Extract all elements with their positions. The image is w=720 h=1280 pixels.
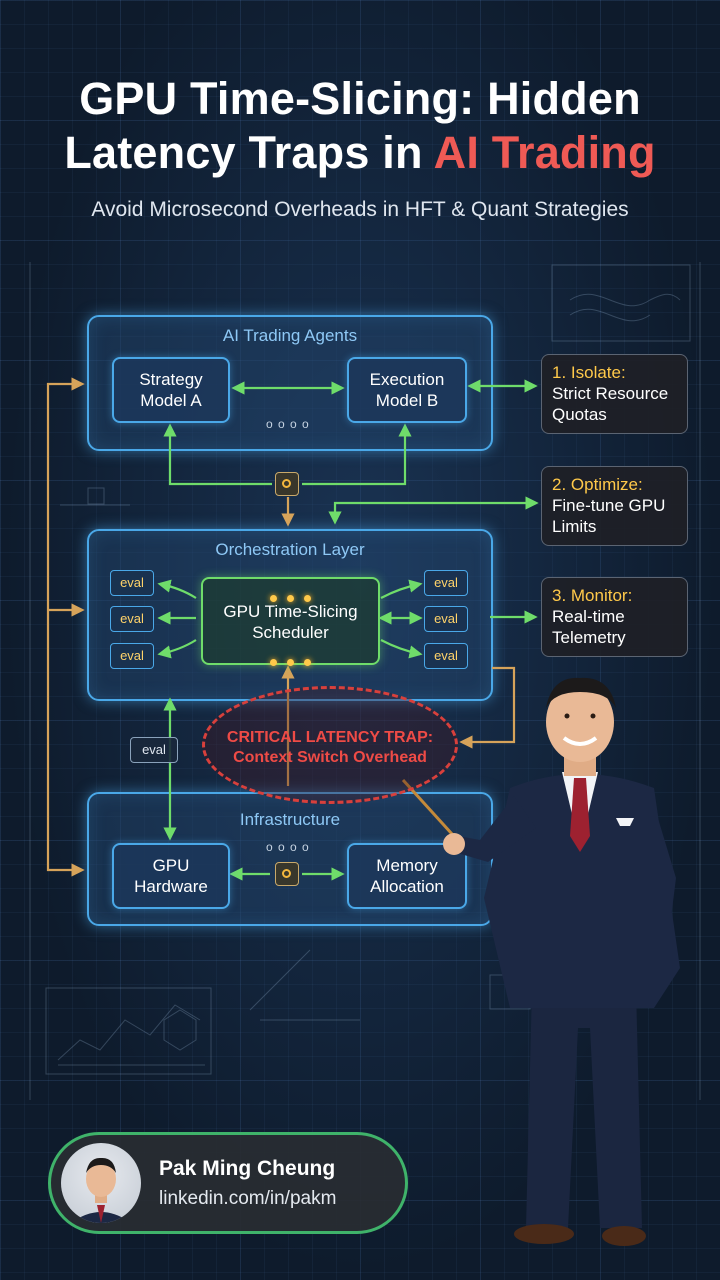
critical-latency-trap: CRITICAL LATENCY TRAP: Context Switch Ov…: [202, 686, 458, 804]
title-accent: AI Trading: [433, 127, 656, 178]
eval-side-label: eval: [130, 737, 178, 763]
scheduler-line1: GPU Time-Slicing: [223, 602, 358, 621]
orchestration-panel-title: Orchestration Layer: [215, 540, 365, 559]
avatar-portrait: [71, 1157, 131, 1223]
side-note-optimize-line2: Limits: [552, 517, 597, 536]
side-note-monitor-line1: Real-time: [552, 607, 625, 626]
infra-hub-icon[interactable]: [275, 862, 299, 886]
gpu-hardware-line2: Hardware: [134, 877, 208, 896]
agents-panel-title: AI Trading Agents: [222, 326, 358, 345]
gpu-scheduler-node[interactable]: GPU Time-Slicing Scheduler: [201, 577, 380, 666]
side-note-isolate-line1: Strict Resource: [552, 384, 669, 403]
title-line-2: Latency Traps in AI Trading: [0, 126, 720, 180]
scheduler-bottom-dots: [203, 650, 378, 671]
eval-box-left-1[interactable]: eval: [110, 570, 154, 596]
execution-model-line1: Execution: [369, 370, 445, 389]
side-note-isolate-heading: 1. Isolate:: [552, 363, 626, 382]
profile-name: Pak Ming Cheung: [159, 1157, 336, 1180]
side-note-optimize-heading: 2. Optimize:: [552, 475, 643, 494]
infra-link-rings-icon: o o o o: [266, 840, 310, 854]
page-title: GPU Time-Slicing: Hidden Latency Traps i…: [0, 72, 720, 180]
eval-box-right-3[interactable]: eval: [424, 643, 468, 669]
execution-model-line2: Model B: [375, 391, 439, 410]
memory-allocation-line2: Allocation: [370, 877, 444, 896]
side-note-monitor-line2: Telemetry: [552, 628, 626, 647]
gpu-hardware-node[interactable]: GPU Hardware: [112, 843, 230, 909]
memory-allocation-line1: Memory: [376, 856, 438, 875]
eval-box-left-3[interactable]: eval: [110, 643, 154, 669]
profile-card[interactable]: Pak Ming Cheung linkedin.com/in/pakm: [48, 1132, 408, 1234]
strategy-model-line1: Strategy: [139, 370, 203, 389]
scheduler-top-dots: [203, 586, 378, 607]
page-subtitle: Avoid Microsecond Overheads in HFT & Qua…: [91, 198, 629, 221]
scheduler-line2: Scheduler: [252, 623, 329, 642]
title-line-2-prefix: Latency Traps in: [64, 127, 434, 178]
title-line-1: GPU Time-Slicing: Hidden: [79, 73, 641, 124]
agents-hub-icon[interactable]: [275, 472, 299, 496]
side-note-isolate: 1. Isolate: Strict Resource Quotas: [541, 354, 688, 434]
eval-box-left-2[interactable]: eval: [110, 606, 154, 632]
gpu-hardware-line1: GPU: [152, 856, 190, 875]
side-note-optimize: 2. Optimize: Fine-tune GPU Limits: [541, 466, 688, 546]
profile-link[interactable]: linkedin.com/in/pakm: [159, 1188, 337, 1209]
eval-box-right-2[interactable]: eval: [424, 606, 468, 632]
eval-box-right-1[interactable]: eval: [424, 570, 468, 596]
trap-line1: CRITICAL LATENCY TRAP:: [226, 729, 434, 746]
side-note-monitor-heading: 3. Monitor:: [552, 586, 633, 605]
side-note-optimize-line1: Fine-tune GPU: [552, 496, 666, 515]
avatar: [61, 1143, 141, 1223]
trap-line2: Context Switch Overhead: [233, 749, 427, 766]
side-note-isolate-line2: Quotas: [552, 405, 607, 424]
strategy-model-line2: Model A: [140, 391, 202, 410]
infrastructure-panel-title: Infrastructure: [239, 810, 341, 829]
presenter-illustration: [443, 677, 680, 1246]
link-rings-icon: o o o o: [266, 417, 310, 431]
side-note-monitor: 3. Monitor: Real-time Telemetry: [541, 577, 688, 657]
